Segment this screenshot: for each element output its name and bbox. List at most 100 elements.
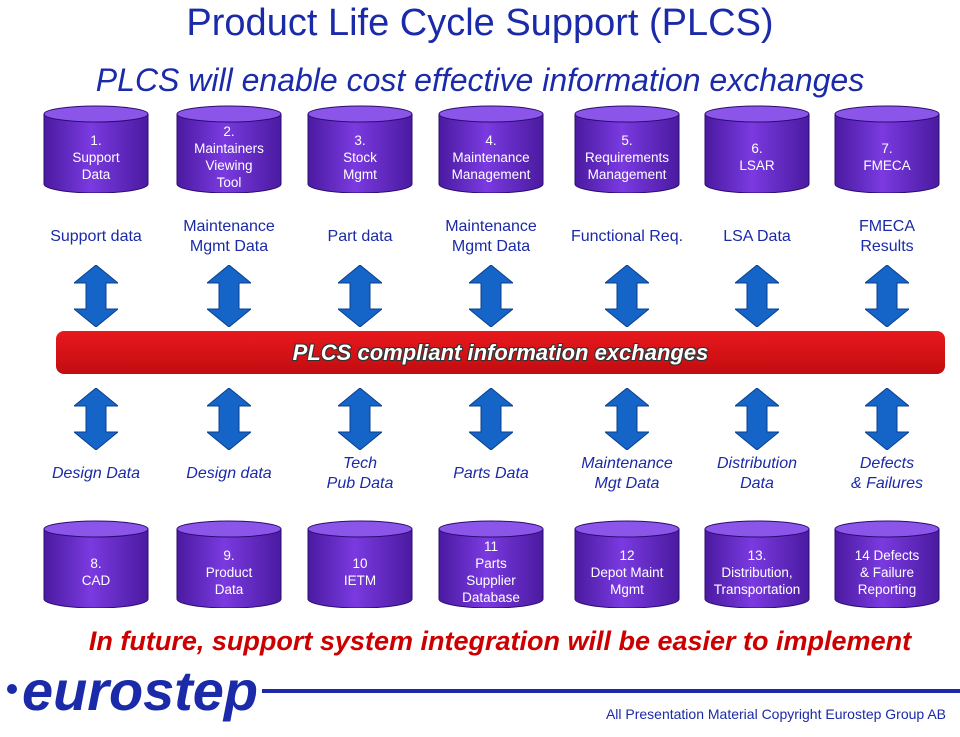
system-label-line: 11 xyxy=(483,539,498,554)
system-label-line: Reporting xyxy=(857,581,917,597)
data-label-line: LSA Data xyxy=(723,228,791,245)
bottom-data-label: Parts Data xyxy=(421,464,561,484)
data-label-line: Defects xyxy=(859,455,915,472)
top-data-label: Support data xyxy=(26,227,166,247)
footer-rule xyxy=(262,689,960,693)
system-label-line: FMECA xyxy=(863,158,911,173)
exchange-arrow-icon xyxy=(336,387,384,451)
system-label-line: 5. xyxy=(621,132,633,148)
system-label-line: Transportation xyxy=(713,581,801,597)
data-label-line: Maintenance xyxy=(581,455,673,472)
exchange-arrow-icon xyxy=(863,264,911,328)
exchange-arrow-icon xyxy=(733,264,781,328)
bottom-system-label: 13.Distribution,Transportation xyxy=(708,547,806,598)
data-label-line: Data xyxy=(740,475,774,492)
system-label-line: Stock xyxy=(343,149,377,165)
system-label-line: Product xyxy=(205,564,253,580)
exchange-bar-label: PLCS compliant information exchanges xyxy=(292,340,709,365)
system-label-line: Mgmt xyxy=(343,166,377,182)
exchange-arrow-icon xyxy=(467,264,515,328)
top-data-label: Functional Req. xyxy=(557,227,697,247)
top-data-label: LSA Data xyxy=(687,227,827,247)
data-label-line: Parts Data xyxy=(453,465,529,482)
system-label-line: Distribution, xyxy=(721,564,793,580)
system-label-line: 14 Defects xyxy=(854,547,920,563)
top-system-cylinder: 6. LSAR xyxy=(704,105,810,193)
data-label-line: Tech xyxy=(342,455,378,472)
top-system-label: 6. LSAR xyxy=(708,140,806,174)
system-label-line: 6. xyxy=(751,141,763,156)
page-subtitle: PLCS will enable cost effective informat… xyxy=(95,62,865,98)
system-label-line: 8. xyxy=(90,556,102,571)
copyright-notice: All Presentation Material Copyright Euro… xyxy=(605,706,946,722)
top-system-label: 7.FMECA xyxy=(838,140,936,174)
system-label-line: LSAR xyxy=(739,158,775,173)
data-label-line: Mgt Data xyxy=(594,475,660,492)
system-label-line: Maintenance xyxy=(452,149,530,165)
system-label-line: Support xyxy=(72,149,120,165)
bottom-system-cylinder: 13.Distribution,Transportation xyxy=(704,520,810,608)
system-label-line: Depot Maint xyxy=(590,564,664,580)
system-label-line: 13. xyxy=(747,547,767,563)
bottom-data-label: Design data xyxy=(159,464,299,484)
exchange-arrow-icon xyxy=(603,264,651,328)
data-label-line: FMECA xyxy=(859,218,915,235)
exchange-bar: PLCS compliant information exchanges xyxy=(56,331,945,374)
exchange-arrow-icon xyxy=(863,387,911,451)
page-title: Product Life Cycle Support (PLCS) xyxy=(186,2,774,44)
exchange-arrow-icon xyxy=(72,264,120,328)
exchange-arrow-icon xyxy=(205,264,253,328)
system-label-line: & Failure xyxy=(859,564,915,580)
exchange-arrow-icon xyxy=(336,264,384,328)
exchange-arrow-icon xyxy=(603,387,651,451)
system-label-line: Maintainers xyxy=(194,141,264,156)
future-statement: In future, support system integration wi… xyxy=(88,626,912,656)
data-label-line: Support data xyxy=(50,228,142,245)
data-label-line: Maintenance xyxy=(183,218,275,235)
bottom-system-cylinder: 8.CAD xyxy=(43,520,149,608)
data-label-line: Design Data xyxy=(51,465,141,482)
svg-text:eurostep: eurostep xyxy=(22,662,258,722)
system-label-line: Supplier xyxy=(466,573,516,588)
system-label-line: Mgmt xyxy=(610,581,644,597)
top-data-label: Part data xyxy=(290,227,430,247)
system-label-line: 4. xyxy=(485,132,497,148)
system-label-line: 9. xyxy=(223,547,235,563)
exchange-arrow-icon xyxy=(733,387,781,451)
data-label-line: Part data xyxy=(327,228,393,245)
system-label-line: 3. xyxy=(354,132,366,148)
system-label-line: 1. xyxy=(90,132,102,148)
data-label-line: Mgmt Data xyxy=(451,238,531,255)
data-label-line: & Failures xyxy=(850,475,924,492)
bottom-data-label: Defects & Failures xyxy=(817,454,957,494)
data-label-line: Mgmt Data xyxy=(189,238,269,255)
bottom-system-label: 8.CAD xyxy=(47,555,145,589)
exchange-arrow-icon xyxy=(205,387,253,451)
system-label-line: 12 xyxy=(619,547,635,563)
exchange-arrow-icon xyxy=(467,387,515,451)
system-label-line: Viewing xyxy=(205,158,253,173)
system-label-line: Tool xyxy=(216,175,242,190)
top-system-cylinder: 7.FMECA xyxy=(834,105,940,193)
